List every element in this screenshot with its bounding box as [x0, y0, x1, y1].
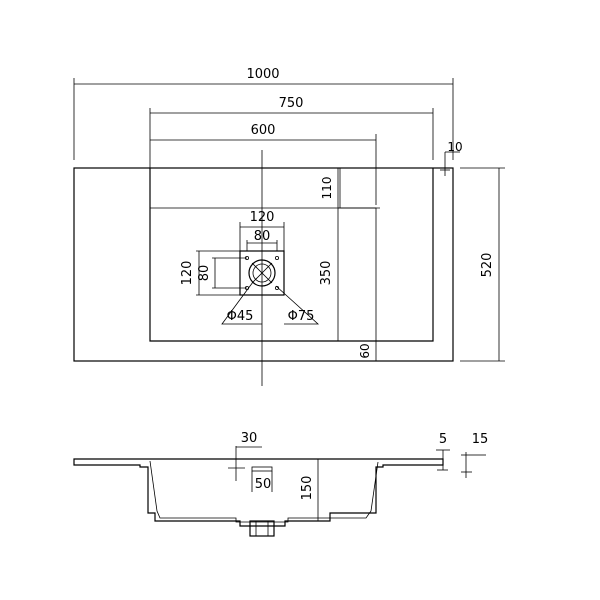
- bolt-hole: [274, 255, 279, 260]
- dim-60-label: 60: [358, 343, 372, 358]
- dim-110-label: 110: [320, 177, 334, 200]
- leader-45: [221, 281, 262, 325]
- drain-plate: [239, 250, 285, 296]
- dim-350-label: 350: [319, 261, 334, 286]
- plan-dimensions: [73, 78, 505, 362]
- dim-15-label: 15: [472, 432, 489, 447]
- drain-hole-inner: [252, 263, 272, 283]
- dim-50-label: 50: [255, 477, 272, 492]
- dim-120-h-label: 120: [250, 210, 275, 225]
- dim-10-label: 10: [447, 140, 462, 154]
- dim-5-label: 5: [439, 432, 447, 447]
- drain-hole-outer: [248, 259, 276, 287]
- section-deck-outline: [73, 458, 444, 527]
- bowl-outer-outline: [149, 168, 434, 342]
- dim-30-label: 30: [241, 431, 258, 446]
- countertop-outline: [73, 167, 454, 362]
- dim-520-label: 520: [480, 253, 495, 278]
- dim-80-v-label: 80: [197, 265, 212, 282]
- section-drain-outlet: [249, 520, 275, 537]
- dim-120-v-label: 120: [180, 261, 195, 286]
- dim-80-h-label: 80: [254, 229, 271, 244]
- dim-750-label: 750: [279, 96, 304, 111]
- diameter-45-label: Φ45: [227, 309, 254, 324]
- plan-view: [73, 150, 454, 386]
- dim-150-label: 150: [300, 476, 315, 501]
- section-dimensions: [228, 446, 486, 521]
- labels: 1000 750 600 10 110 350 60 520 120 80 12…: [180, 67, 495, 500]
- section-bowl-inner: [149, 460, 379, 523]
- dim-600-label: 600: [251, 123, 276, 138]
- drain-cross-2: [251, 262, 273, 284]
- leader-75: [275, 285, 320, 325]
- section-view: [73, 458, 444, 537]
- diameter-75-label: Φ75: [288, 309, 315, 324]
- section-slot: [251, 466, 273, 472]
- dim-1000-label: 1000: [246, 67, 279, 82]
